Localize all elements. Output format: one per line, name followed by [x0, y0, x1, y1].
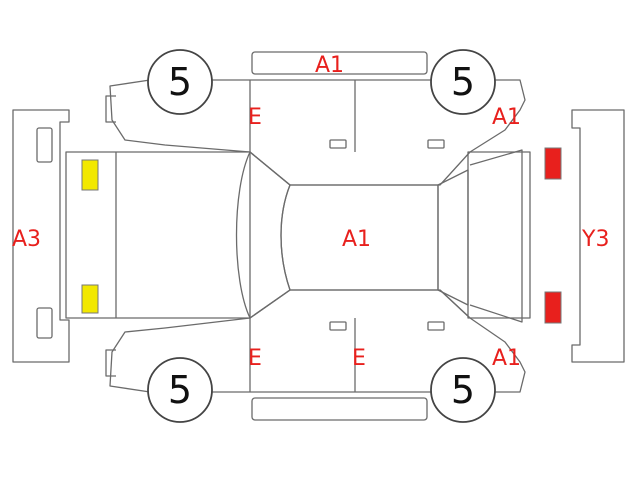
rear-lamp-bottom: [544, 291, 562, 324]
side-top: [105, 51, 526, 186]
svg-text:5: 5: [168, 60, 192, 104]
svg-text:5: 5: [451, 60, 475, 104]
svg-text:5: 5: [168, 368, 192, 412]
front-windshield: [235, 151, 291, 319]
front-lamp-top: [81, 159, 99, 191]
code-front-door-top: E: [248, 105, 262, 130]
wheel-rear-right: 5: [430, 357, 496, 423]
wheel-front-left: 5: [147, 49, 213, 115]
rear-bumper: [571, 109, 625, 363]
code-roof-top: A1: [315, 53, 344, 78]
front-bumper: [12, 109, 70, 363]
front-lamp-bottom: [81, 284, 99, 314]
code-front-bumper: A3: [12, 227, 41, 252]
rear-window: [437, 169, 469, 306]
code-front-door-bottom: E: [248, 346, 262, 371]
trunk-lid: [467, 149, 531, 323]
code-quarter-bottom: A1: [492, 346, 521, 371]
side-bottom: [105, 289, 526, 421]
wheel-rear-left: 5: [430, 49, 496, 115]
code-roof-center: A1: [342, 227, 371, 252]
code-rear-door-bottom: E: [352, 346, 366, 371]
wheel-front-right: 5: [147, 357, 213, 423]
code-rear-bumper: Y3: [581, 227, 609, 252]
svg-text:5: 5: [451, 368, 475, 412]
rear-lamp-top: [544, 147, 562, 180]
code-quarter-top: A1: [492, 105, 521, 130]
